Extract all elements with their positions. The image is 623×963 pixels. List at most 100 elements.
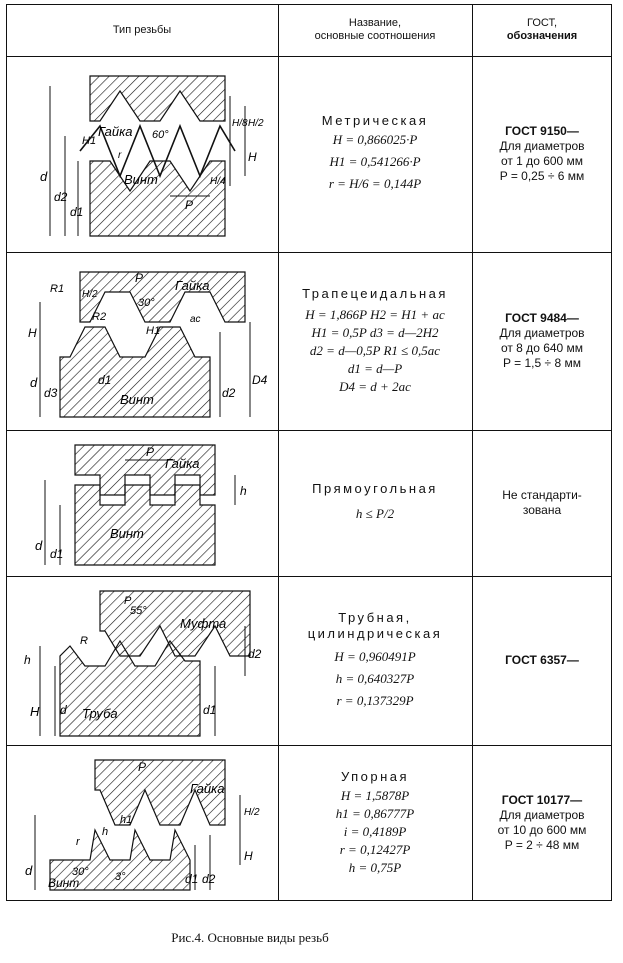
- gost-line: Для диаметров: [499, 139, 585, 153]
- gost-number: ГОСТ 9484—: [505, 311, 579, 325]
- gost-number: ГОСТ 9150—: [505, 124, 579, 138]
- gost-line: Для диаметров: [499, 326, 585, 340]
- column-divider: [278, 4, 279, 901]
- thread-name-pipe-line1: Трубная,: [338, 609, 412, 625]
- header-thread-type-text: Тип резьбы: [112, 23, 172, 36]
- trap-label-H1: H1: [146, 325, 160, 337]
- buttress-label-P: P: [138, 760, 146, 774]
- rect-label-P: P: [146, 445, 154, 459]
- formula: h ≤ P/2: [355, 506, 395, 521]
- buttress-label-nut: Гайка: [190, 781, 224, 796]
- metric-formulas: Метрическая H = 0,866025·P H1 = 0,541266…: [278, 56, 472, 252]
- pipe-label-h: h: [24, 653, 31, 667]
- pipe-formulas: Трубная, цилиндрическая H = 0,960491P h …: [278, 576, 472, 745]
- pipe-label-d2: d1: [203, 703, 216, 717]
- pipe-label-d1: d: [60, 703, 67, 717]
- pipe-label-angle: 55°: [130, 605, 147, 617]
- metric-label-d2: d2: [54, 190, 68, 204]
- row-divider: [6, 576, 612, 577]
- buttress-label-angle30: 30°: [72, 866, 89, 878]
- buttress-label-d1: d1: [185, 872, 198, 886]
- rectangular-thread-drawing: d d1 Гайка Винт P h: [35, 444, 247, 566]
- trap-label-P: P: [135, 271, 143, 285]
- pipe-label-coupling: Муфта: [180, 616, 226, 631]
- formula: d1 = d—P: [347, 361, 403, 376]
- gost-line: Для диаметров: [499, 808, 585, 822]
- trap-label-ac: ac: [190, 314, 201, 325]
- trap-label-d: d: [30, 375, 38, 390]
- pipe-label-pipe: Труба: [82, 706, 118, 721]
- row-divider: [6, 430, 612, 431]
- trap-label-nut: Гайка: [175, 278, 209, 293]
- figure-caption: Рис.4. Основные виды резьб: [171, 930, 329, 945]
- trap-label-d2: d2: [222, 386, 236, 400]
- header-gost: ГОСТ, обозначения: [472, 4, 612, 56]
- pipe-label-P: P: [124, 595, 132, 607]
- buttress-gost: ГОСТ 10177— Для диаметров от 10 до 600 м…: [472, 745, 612, 901]
- trap-label-R1: R1: [50, 283, 64, 295]
- gost-line: P = 1,5 ÷ 8 мм: [503, 356, 581, 370]
- metric-label-d1: d1: [70, 205, 83, 219]
- rectangular-formulas: Прямоугольная h ≤ P/2: [278, 430, 472, 576]
- pipe-label-d: H: [30, 704, 40, 719]
- gost-number: ГОСТ 10177—: [501, 793, 583, 807]
- metric-label-H4: H/4: [210, 176, 226, 187]
- formula: h = 0,640327P: [335, 670, 415, 686]
- table-frame: [6, 4, 612, 901]
- formula: r = H/6 = 0,144P: [328, 176, 422, 191]
- metric-thread-drawing: d d2 d1 Гайка Винт 60° H H1 P H/8 H/4 H/…: [40, 75, 264, 237]
- header-name-line2: основные соотношения: [314, 30, 436, 42]
- header-name-relations: Название, основные соотношения: [278, 4, 472, 56]
- rect-label-bolt: Винт: [110, 526, 144, 541]
- buttress-label-H: H: [244, 849, 253, 863]
- trap-label-d1: d1: [98, 373, 111, 387]
- gost-line: P = 0,25 ÷ 6 мм: [499, 169, 585, 183]
- buttress-label-d: d: [25, 863, 33, 878]
- trapezoidal-gost: ГОСТ 9484— Для диаметров от 8 до 640 мм …: [472, 252, 612, 430]
- buttress-label-h: h: [102, 826, 108, 838]
- rectangular-gost: Не стандарти- зована: [472, 430, 612, 576]
- formula: H1 = 0,5P d3 = d—2H2: [311, 325, 439, 340]
- row-divider: [6, 252, 612, 253]
- metric-label-H2: H/2: [248, 118, 264, 129]
- header-gost-line1: ГОСТ,: [526, 17, 558, 29]
- formula: H = 0,960491P: [334, 648, 416, 664]
- trap-label-bolt: Винт: [120, 392, 154, 407]
- pipe-label-H: d2: [248, 647, 262, 661]
- thread-name-metric: Метрическая: [321, 113, 429, 128]
- gost-number: ГОСТ 6357—: [505, 653, 579, 667]
- thread-types-table: Тип резьбы Название, основные соотношени…: [6, 4, 612, 901]
- metric-label-H8: H/8: [232, 118, 248, 129]
- gost-line: от 1 до 600 мм: [500, 154, 584, 168]
- metric-label-H: H: [248, 150, 257, 164]
- rect-label-d1: d1: [50, 547, 63, 561]
- formula: D4 = d + 2ac: [339, 379, 411, 394]
- metric-label-H1: H1: [82, 135, 96, 147]
- trap-label-H2: H/2: [82, 289, 98, 300]
- metric-label-nut: Гайка: [98, 124, 132, 139]
- header-thread-type: Тип резьбы: [6, 4, 278, 56]
- gost-line: P = 2 ÷ 48 мм: [504, 838, 580, 852]
- trap-label-R2: R2: [92, 311, 106, 323]
- thread-name-rectangular: Прямоугольная: [312, 481, 438, 496]
- rect-label-nut: Гайка: [165, 456, 199, 471]
- trapezoidal-formulas: Трапецеидальная H = 1,866P H2 = H1 + ac …: [278, 252, 472, 430]
- metric-label-bolt: Винт: [124, 172, 158, 187]
- buttress-label-r: r: [76, 836, 81, 848]
- trap-label-d3: d3: [44, 386, 58, 400]
- formula: d2 = d—0,5P R1 ≤ 0,5ac: [309, 343, 441, 358]
- buttress-label-H2: H/2: [244, 807, 260, 818]
- trap-label-angle: 30°: [138, 297, 155, 309]
- formula: H = 0,866025·P: [332, 132, 418, 147]
- formula: h = 0,75P: [348, 860, 402, 875]
- buttress-label-angle3: 3°: [115, 871, 126, 883]
- gost-line: от 10 до 600 мм: [497, 823, 587, 837]
- formula: H1 = 0,541266·P: [329, 154, 421, 169]
- pipe-label-R: R: [80, 635, 88, 647]
- formula: h1 = 0,86777P: [335, 806, 415, 821]
- formula: H = 1,5878P: [340, 788, 410, 803]
- buttress-label-h1: h1: [120, 814, 132, 826]
- buttress-thread-drawing: d d1 d2 Гайка Винт 30° 3° P H H/2 h h1 r: [25, 759, 260, 891]
- metric-gost: ГОСТ 9150— Для диаметров от 1 до 600 мм …: [472, 56, 612, 252]
- thread-name-pipe-line2: цилиндрическая: [307, 625, 443, 641]
